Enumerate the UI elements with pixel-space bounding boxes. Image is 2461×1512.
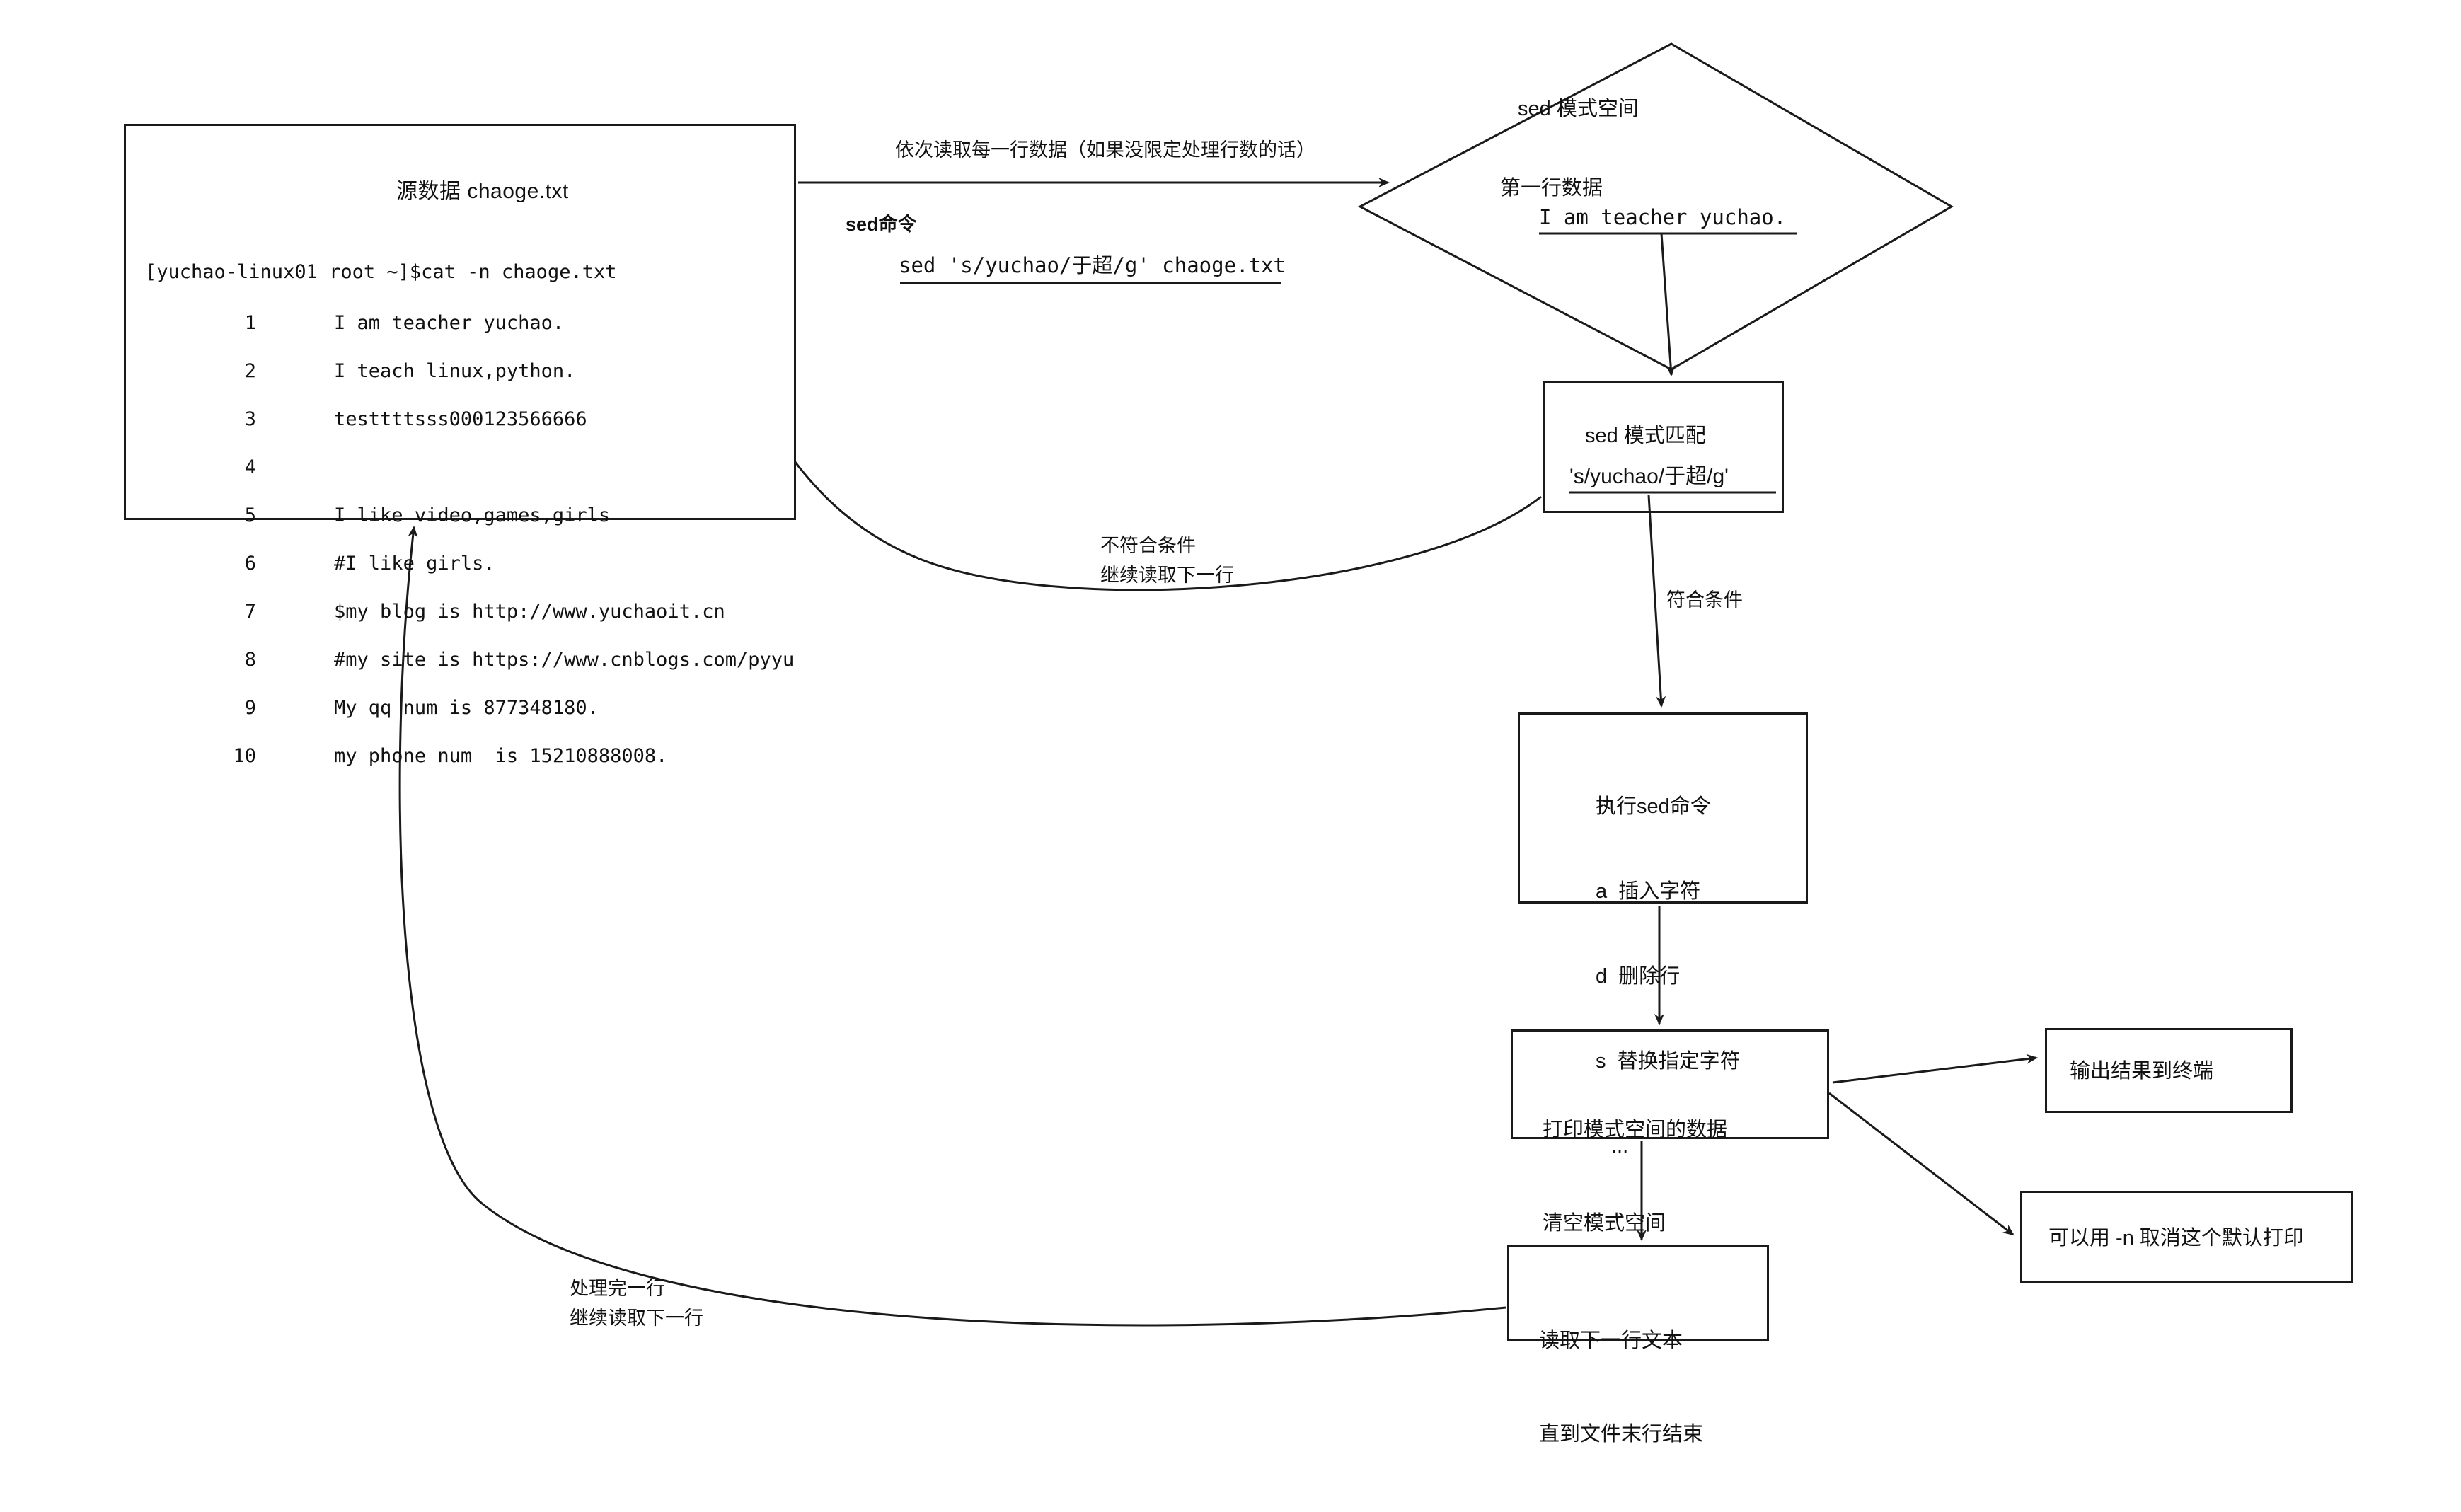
exec-sed-command-text: 执行sed命令 a 插入字符 d 删除行 s 替换指定字符 ... bbox=[1596, 736, 1741, 1217]
pattern-match-expression: 's/yuchao/于超/g' bbox=[1569, 465, 1729, 488]
edge-label-sed-command: sed命令 bbox=[846, 214, 917, 235]
exec-item: a 插入字符 bbox=[1596, 880, 1701, 903]
terminal-line: 4 bbox=[191, 456, 334, 478]
pattern-match-box bbox=[1543, 381, 1784, 513]
next-line-2: 直到文件末行结束 bbox=[1539, 1423, 1704, 1445]
exec-item: d 删除行 bbox=[1596, 965, 1681, 988]
edge-label-no-match: 不符合条件 继续读取下一行 bbox=[1100, 535, 1234, 586]
line-content: my phone num is 15210888008. bbox=[334, 745, 668, 767]
terminal-line: 1 I am teacher yuchao. bbox=[191, 312, 564, 334]
line-number: 3 bbox=[244, 408, 257, 430]
exec-item: s 替换指定字符 bbox=[1596, 1050, 1741, 1073]
pattern-space-content: I am teacher yuchao. bbox=[1539, 205, 1787, 229]
terminal-line: 5 I like video,games,girls bbox=[191, 504, 610, 526]
line-content: testtttsss000123566666 bbox=[334, 408, 587, 430]
terminal-line: 9 My qq num is 877348180. bbox=[191, 697, 599, 719]
read-next-line-box bbox=[1507, 1245, 1769, 1341]
line-number: 10 bbox=[233, 745, 257, 767]
line-number: 1 bbox=[244, 312, 257, 334]
line-content: I like video,games,girls bbox=[334, 504, 611, 526]
arrow-diamond-to-match bbox=[1660, 233, 1676, 376]
suppress-default-print-box bbox=[2020, 1191, 2353, 1283]
source-data-title: 源数据 chaoge.txt bbox=[396, 180, 569, 203]
line-content: #I like girls. bbox=[334, 553, 495, 575]
edge-label-read-each-line: 依次读取每一行数据（如果没限定处理行数的话） bbox=[895, 139, 1315, 161]
output-to-terminal-box bbox=[2045, 1028, 2293, 1113]
line-number: 5 bbox=[244, 504, 257, 526]
terminal-line: 6 #I like girls. bbox=[191, 553, 495, 575]
suppress-default-print-label: 可以用 -n 取消这个默认打印 bbox=[2048, 1227, 2304, 1250]
line-content: #my site is https://www.cnblogs.com/pyyu bbox=[334, 649, 795, 671]
print-line-2: 清空模式空间 bbox=[1543, 1212, 1666, 1235]
pattern-match-title: sed 模式匹配 bbox=[1585, 425, 1706, 447]
terminal-line: 3 testtttsss000123566666 bbox=[191, 408, 587, 430]
next-line-1: 读取下一行文本 bbox=[1539, 1329, 1683, 1352]
line-number: 9 bbox=[244, 697, 257, 719]
line-content: $my blog is http://www.yuchaoit.cn bbox=[334, 601, 725, 623]
pattern-space-title: sed 模式空间 bbox=[1518, 98, 1639, 120]
source-data-box bbox=[124, 124, 796, 520]
output-to-terminal-label: 输出结果到终端 bbox=[2070, 1060, 2214, 1083]
line-number: 7 bbox=[244, 601, 257, 623]
line-number: 6 bbox=[244, 553, 257, 575]
pattern-space-subtitle: 第一行数据 bbox=[1500, 177, 1603, 200]
terminal-line: 8 #my site is https://www.cnblogs.com/pyy… bbox=[191, 649, 794, 671]
arrow-print-to-output bbox=[1832, 1054, 2038, 1084]
read-next-line-text: 读取下一行文本 直到文件末行结束 bbox=[1539, 1263, 1703, 1512]
diagram-canvas: 源数据 chaoge.txt [yuchao-linux01 root ~]$c… bbox=[124, 42, 2353, 1445]
edge-label-match: 符合条件 bbox=[1666, 589, 1743, 611]
arrow-match-to-exec bbox=[1647, 495, 1666, 708]
print-pattern-space-text: 打印模式空间的数据 清空模式空间 bbox=[1543, 1052, 1727, 1301]
edge-label-sed-expression: sed 's/yuchao/于超/g' chaoge.txt bbox=[899, 253, 1286, 277]
exec-title: 执行sed命令 bbox=[1596, 795, 1711, 818]
line-content: My qq num is 877348180. bbox=[334, 697, 599, 719]
arrow-print-to-suppress bbox=[1828, 1092, 2015, 1236]
terminal-output: [yuchao-linux01 root ~]$cat -n chaoge.tx… bbox=[145, 212, 794, 792]
terminal-line: 2 I teach linux,python. bbox=[191, 360, 576, 382]
print-pattern-space-box bbox=[1511, 1029, 1829, 1139]
line-number: 2 bbox=[244, 360, 257, 382]
edge-label-loop-back: 处理完一行 继续读取下一行 bbox=[570, 1278, 703, 1329]
line-number: 8 bbox=[244, 649, 257, 671]
print-line-1: 打印模式空间的数据 bbox=[1543, 1119, 1728, 1141]
line-number: 4 bbox=[244, 456, 257, 478]
terminal-prompt-line: [yuchao-linux01 root ~]$cat -n chaoge.tx… bbox=[145, 261, 617, 283]
line-content: I am teacher yuchao. bbox=[334, 312, 565, 334]
terminal-line: 10 my phone num is 15210888008. bbox=[191, 745, 668, 767]
line-content: I teach linux,python. bbox=[334, 360, 576, 382]
exec-sed-command-box bbox=[1518, 712, 1808, 904]
terminal-line: 7 $my blog is http://www.yuchaoit.cn bbox=[191, 601, 725, 623]
